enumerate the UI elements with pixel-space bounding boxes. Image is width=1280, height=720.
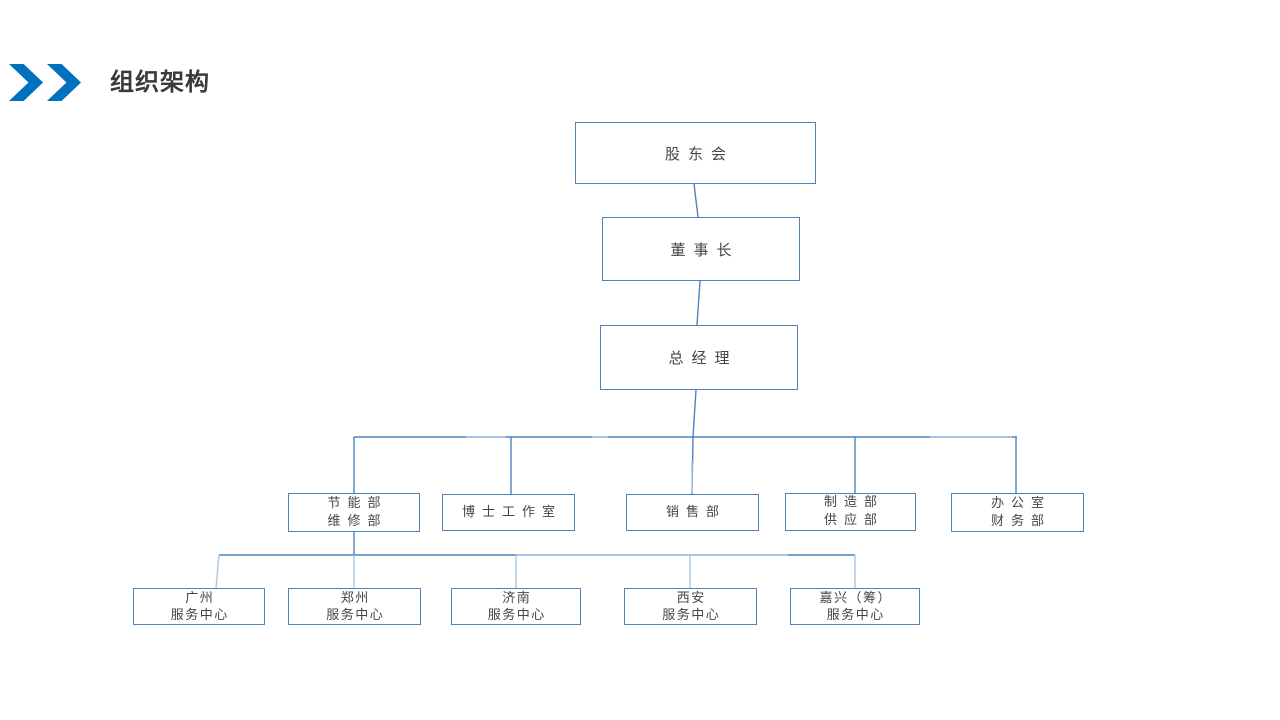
org-node-label: 郑州 (340, 590, 370, 606)
org-node-sc-jiaxing: 嘉兴（筹） 服务中心 (790, 588, 920, 625)
org-node-label: 广州 (185, 590, 215, 606)
org-node-sc-xian: 西安 服务中心 (624, 588, 757, 625)
org-node-dept-manufacturing-supply: 制造部 供应部 (785, 493, 916, 531)
connector-shareholders-chairman (693, 183, 699, 218)
org-node-label: 节能部 (327, 495, 388, 511)
slide-header: 组织架构 (0, 0, 1280, 110)
org-node-label: 供应部 (823, 513, 884, 528)
org-node-label: 制造部 (823, 495, 884, 510)
org-node-chairman: 董事长 (602, 217, 800, 281)
connector-drop-guangzhou (215, 554, 220, 589)
page-title: 组织架构 (110, 68, 210, 96)
org-node-label: 维修部 (327, 513, 388, 529)
org-node-label: 西安 (676, 590, 706, 606)
org-node-sc-jinan: 济南 服务中心 (451, 588, 581, 625)
org-node-doctor-studio: 博士工作室 (442, 494, 575, 531)
org-node-dept-sales: 销售部 (626, 494, 759, 531)
org-node-sc-guangzhou: 广州 服务中心 (133, 588, 265, 625)
org-node-label: 股东会 (664, 144, 734, 163)
org-node-label: 服务中心 (170, 607, 229, 623)
connector-chairman-gm (696, 280, 701, 326)
org-node-label: 总经理 (668, 349, 738, 367)
org-node-general-manager: 总经理 (600, 325, 798, 390)
org-node-sc-zhengzhou: 郑州 服务中心 (288, 588, 421, 625)
org-node-label: 服务中心 (662, 607, 721, 623)
org-node-label: 办公室 (990, 495, 1051, 511)
org-node-label: 博士工作室 (461, 504, 562, 520)
org-node-shareholders: 股东会 (575, 122, 816, 184)
org-node-label: 财务部 (990, 513, 1051, 529)
org-node-label: 董事长 (670, 240, 740, 259)
org-node-label: 销售部 (665, 504, 726, 520)
org-node-label: 服务中心 (487, 607, 546, 623)
double-chevron-icon (9, 64, 82, 101)
org-node-label: 嘉兴（筹） (819, 590, 892, 606)
org-node-label: 济南 (502, 590, 532, 606)
org-node-dept-energy-maintenance: 节能部 维修部 (288, 493, 420, 532)
org-node-label: 服务中心 (326, 607, 385, 623)
org-node-label: 服务中心 (826, 607, 885, 623)
connector-gm-bus (692, 389, 697, 438)
org-node-office-finance: 办公室 财务部 (951, 493, 1084, 532)
